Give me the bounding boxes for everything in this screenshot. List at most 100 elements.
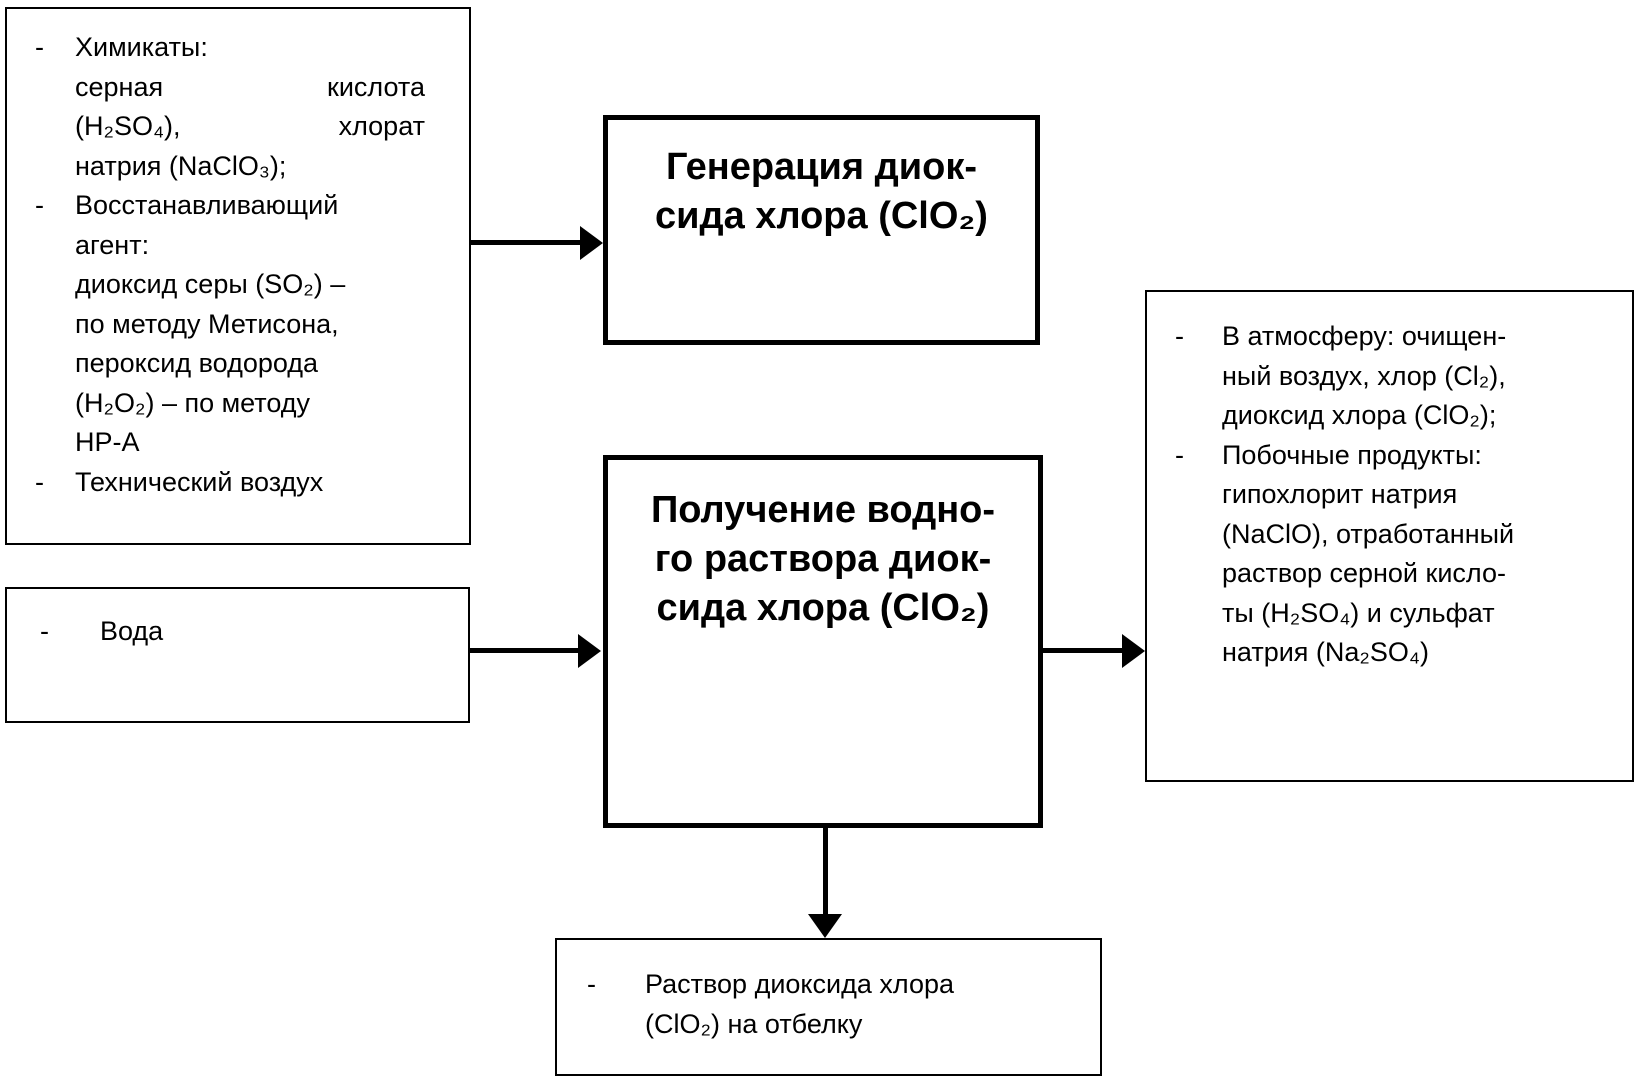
text-line: натрия (Na₂SO₄) [1175,633,1600,673]
text-line: (NaClO), отработанный [1175,515,1600,555]
line-text: агент: [75,226,425,266]
line-text: Вода [100,612,448,652]
text-line: натрия (NaClO₃); [35,147,425,187]
text-line: -Технический воздух [35,463,425,503]
line-text-segment: Получение водно- [650,489,996,531]
list-dash-marker [1175,554,1222,594]
line-text: диоксид серы (SO₂) – [75,265,425,305]
text-line: - В атмосферу: очищен- [1175,317,1600,357]
generation-process-box: Генерация диок-сида хлора (ClO₂) [603,115,1040,345]
line-text-segment: Вода [100,616,164,646]
line-text: В атмосферу: очищен- [1222,317,1600,357]
line-text-segment: по методу Метисона, [75,308,339,339]
list-dash-marker [35,423,75,463]
text-line: Генерация диок- [622,143,1021,192]
list-dash-marker [1175,594,1222,634]
list-dash-marker [587,1005,645,1045]
text-line: по методу Метисона, [35,305,425,345]
line-text-segment: ты (H₂SO₄) и сульфат [1222,597,1495,628]
line-text: го раствора диок- [622,535,1024,584]
list-dash-marker: - [35,190,44,220]
line-text: Восстанавливающий [75,186,425,226]
line-text-segment: гипохлорит натрия [1222,479,1458,509]
list-dash-marker: - [587,969,596,999]
arrow-solution-to-bleaching-shaft [823,828,828,916]
line-text-segment: натрия (NaClO₃); [75,150,287,181]
text-line: - Раствор диоксида хлора [587,965,1080,1005]
line-text-segment: Восстанавливающий [75,190,339,220]
line-text: (H₂SO₄), хлорат [75,107,425,147]
text-line: (H₂SO₄), хлорат [35,107,425,147]
line-text: натрия (NaClO₃); [75,147,425,187]
line-text: пероксид водорода [75,344,425,384]
line-text-segment: В атмосферу: очищен- [1222,321,1507,351]
line-text: Побочные продукты: [1222,436,1600,476]
line-text-segment: (NaClO), отработанный [1222,518,1515,549]
list-dash-marker [1175,396,1222,436]
arrow-solution-to-bleaching-head-icon [808,914,842,938]
text-line: агент: [35,226,425,266]
list-dash-marker: - [1175,439,1184,470]
line-text-segment: хлорат [338,111,425,141]
line-text-segment: Побочные продукты: [1222,439,1482,470]
line-text-segment: сида хлора (ClO₂) [656,587,990,629]
list-dash-marker [35,344,75,384]
line-text: сида хлора (ClO₂) [622,192,1021,241]
list-dash-marker [35,226,75,266]
text-line: пероксид водорода [35,344,425,384]
arrow-solution-to-outputs-head-icon [1122,634,1145,668]
line-text-segment: агент: [75,229,150,260]
text-line: гипохлорит натрия [1175,475,1600,515]
list-dash-marker [35,68,75,108]
line-text: раствор серной кисло- [1222,554,1600,594]
list-dash-marker [1175,357,1222,397]
line-text-segment: ный воздух, хлор (Cl₂), [1222,360,1506,391]
list-dash-marker: - [1175,321,1184,351]
solution-process-box: Получение водно-го раствора диок-сида хл… [603,455,1043,828]
list-dash-marker: - [40,616,49,646]
line-text-segment: серная [75,71,164,102]
line-text-segment: Генерация диок- [666,146,977,188]
text-line: диоксид хлора (ClO₂); [1175,396,1600,436]
line-text-segment: натрия (Na₂SO₄) [1222,637,1429,667]
line-text: (H₂O₂) – по методу [75,384,425,424]
line-text: ты (H₂SO₄) и сульфат [1222,594,1600,634]
arrow-chemicals-to-generation-head-icon [580,226,603,260]
line-text-segment: (H₂SO₄), [75,111,181,141]
text-line: Получение водно- [622,486,1024,535]
text-line: диоксид серы (SO₂) – [35,265,425,305]
arrow-solution-to-outputs-shaft [1043,648,1125,653]
text-line: ты (H₂SO₄) и сульфат [1175,594,1600,634]
line-text-segment: го раствора диок- [654,538,992,580]
list-dash-marker: - [35,32,44,62]
bleaching-solution-box: - Раствор диоксида хлора (ClO₂) на отбелку [555,938,1102,1076]
emissions-byproducts-box: - В атмосферу: очищен-ный воздух, хлор (C… [1145,290,1634,782]
list-dash-marker [1175,633,1222,673]
text-line: - Восстанавливающий [35,186,425,226]
line-text: натрия (Na₂SO₄) [1222,633,1600,673]
list-dash-marker: - [35,466,44,497]
line-text-segment: Химикаты: [75,32,208,62]
line-text: Получение водно- [622,486,1024,535]
line-text: по методу Метисона, [75,305,425,345]
list-dash-marker [1175,515,1222,555]
arrow-chemicals-to-generation-shaft [471,240,583,245]
line-text-segment: сида хлора (ClO₂) [655,195,988,237]
list-dash-marker [35,384,75,424]
text-line: (ClO₂) на отбелку [587,1005,1080,1045]
arrow-water-to-solution-shaft [470,648,580,653]
line-text: сида хлора (ClO₂) [622,584,1024,633]
line-text: (ClO₂) на отбелку [645,1005,1080,1045]
arrow-water-to-solution-head-icon [578,634,601,668]
text-line: сида хлора (ClO₂) [622,192,1021,241]
list-dash-marker [35,107,75,147]
text-line: - Вода [40,612,448,652]
line-text-segment: раствор серной кисло- [1222,558,1506,588]
line-text-segment: (ClO₂) на отбелку [645,1008,863,1039]
line-text-segment: Раствор диоксида хлора [645,969,954,999]
text-line: (H₂O₂) – по методу [35,384,425,424]
